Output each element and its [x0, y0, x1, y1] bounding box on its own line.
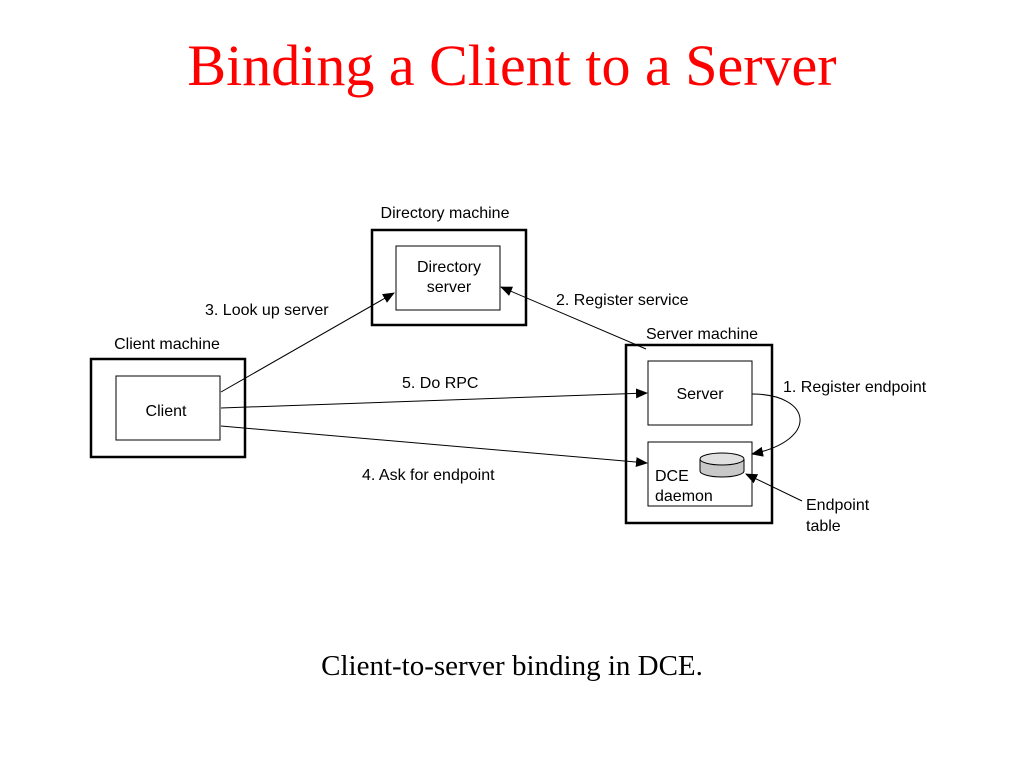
step3-label: 3. Look up server	[205, 302, 329, 319]
arrow-register-endpoint	[751, 393, 801, 457]
client-box	[115, 375, 221, 441]
arrow-do-rpc	[220, 388, 648, 409]
directory-machine-label: Directory machine	[381, 205, 510, 222]
step1-label: 1. Register endpoint	[783, 379, 927, 396]
step4-label: 4. Ask for endpoint	[362, 467, 495, 484]
arrow-endpoint-table	[745, 473, 803, 502]
dce-daemon-label-line1: DCE	[655, 468, 689, 485]
directory-server-label-line1: Directory	[417, 259, 481, 276]
server-label: Server	[676, 386, 724, 403]
step2-label: 2. Register service	[556, 292, 689, 309]
arrow-register-service	[500, 286, 647, 350]
endpoint-table-label-line1: Endpoint	[806, 497, 870, 514]
server-box	[647, 360, 753, 426]
endpoint-table-label-line2: table	[806, 518, 841, 535]
arrow-look-up-server	[220, 292, 395, 393]
client-machine-label: Client machine	[114, 336, 220, 353]
step5-label: 5. Do RPC	[402, 375, 478, 392]
client-label: Client	[146, 403, 187, 420]
directory-server-label-line2: server	[427, 279, 472, 296]
server-machine-label: Server machine	[646, 326, 758, 343]
figure-caption: Client-to-server binding in DCE.	[321, 650, 703, 682]
database-cylinder-icon	[699, 452, 745, 478]
arrow-ask-for-endpoint	[220, 425, 648, 468]
directory-server-box	[395, 245, 501, 311]
dce-daemon-label-line2: daemon	[655, 488, 713, 505]
slide-title: Binding a Client to a Server	[187, 33, 837, 98]
